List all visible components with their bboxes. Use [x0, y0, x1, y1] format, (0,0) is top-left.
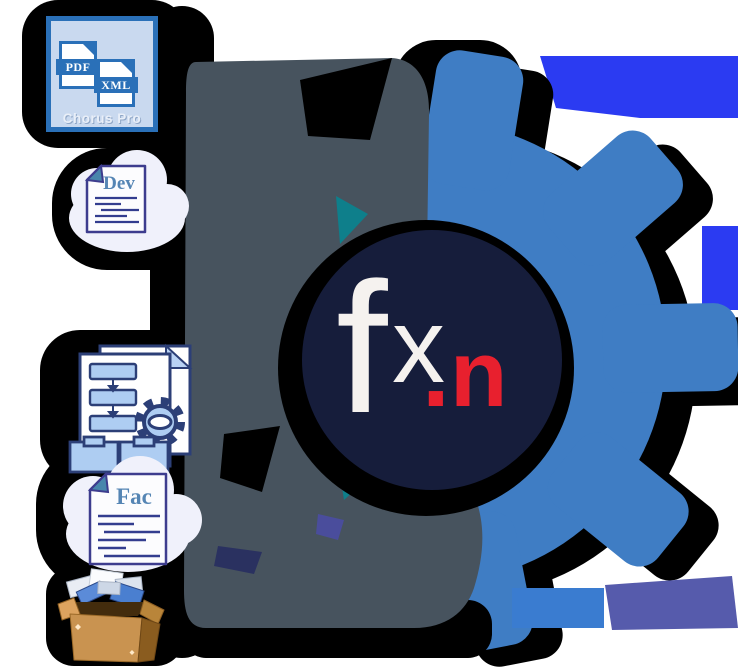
text-lines — [95, 196, 139, 224]
dev-document-icon: Dev — [69, 150, 189, 252]
page-fold-icon — [87, 471, 110, 494]
gear-eye-icon — [135, 397, 185, 447]
crumpled-papers — [65, 568, 145, 609]
chorus-pro-card: PDF XML Chorus Pro — [46, 16, 158, 132]
xml-file-icon: XML — [94, 59, 138, 107]
cardboard-box — [57, 597, 165, 663]
fxn-logo-circle — [302, 230, 562, 490]
page-fold-icon — [121, 62, 132, 73]
funnel-shadow-wedges — [220, 58, 392, 492]
flat-blue-patches — [540, 56, 738, 310]
archive-box-icon — [57, 568, 165, 663]
fac-label: Fac — [116, 484, 152, 509]
flow-arrows — [106, 379, 120, 419]
dev-label: Dev — [103, 173, 135, 194]
text-lines — [98, 514, 160, 558]
fac-document-icon: Fac — [63, 456, 202, 572]
xml-banner: XML — [94, 77, 138, 93]
logo-letter-n: n — [450, 321, 507, 426]
logo-dot: . — [422, 316, 450, 428]
page-fold-icon — [84, 163, 105, 184]
pdf-banner: PDF — [56, 59, 100, 75]
bottom-right-patches — [512, 576, 738, 630]
pdf-file-icon: PDF — [56, 41, 100, 89]
logo-letter-f: f — [336, 245, 388, 452]
logo-letter-x: x — [392, 287, 445, 405]
flowchart-steps — [88, 362, 138, 433]
page-fold-icon — [83, 44, 94, 55]
chorus-pro-label: Chorus Pro — [62, 111, 142, 126]
fxn-logo-text: f x . n — [336, 245, 507, 452]
